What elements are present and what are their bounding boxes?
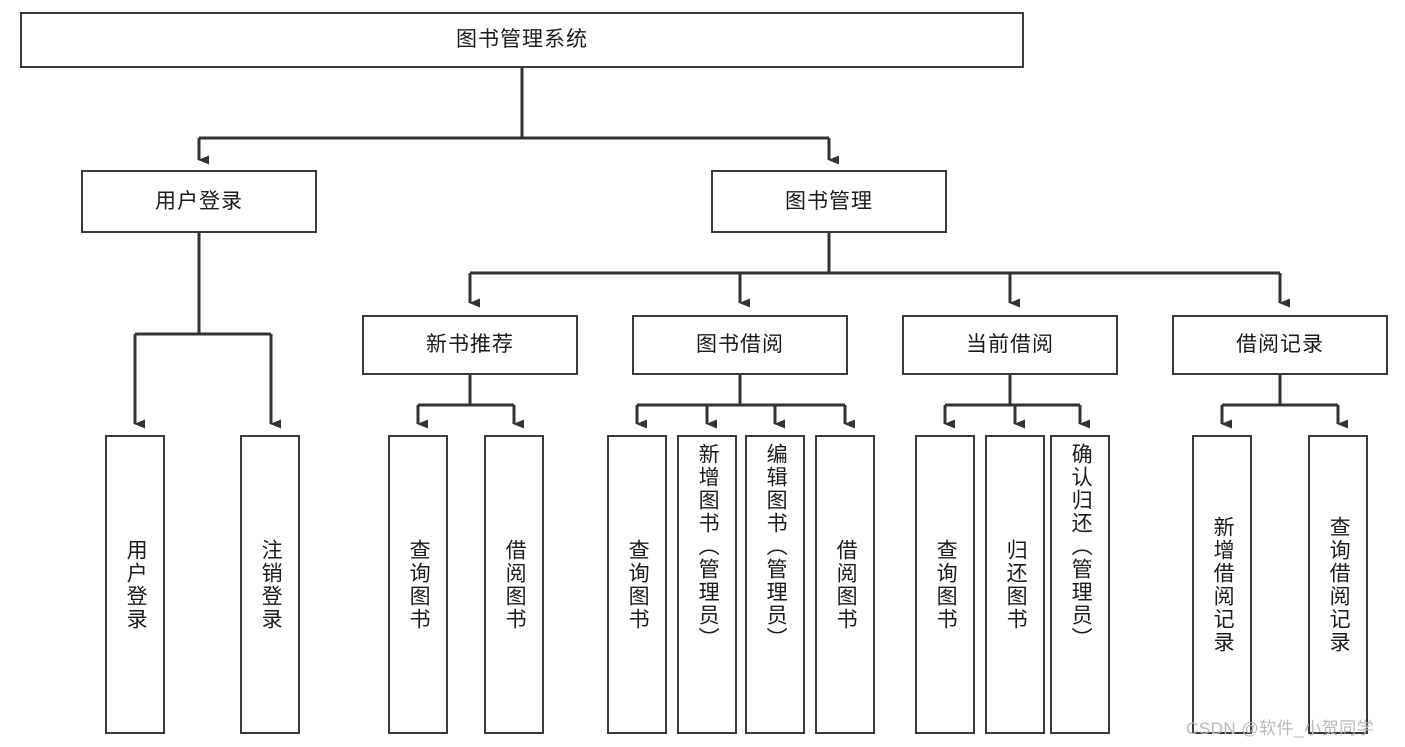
- leaf-query-record-label: 查询借阅记录: [1327, 515, 1351, 654]
- node-new-book-recommend-label: 新书推荐: [426, 333, 514, 357]
- leaf-user-login-label: 用户登录: [124, 538, 148, 631]
- leaf-query-book-3[interactable]: 查询图书: [915, 435, 975, 734]
- leaf-confirm-return-label: 确认归还（管理员）: [1069, 443, 1093, 650]
- leaf-confirm-return[interactable]: 确认归还（管理员）: [1050, 435, 1110, 734]
- node-book-management[interactable]: 图书管理: [711, 170, 947, 233]
- leaf-logout-login-label: 注销登录: [259, 538, 283, 631]
- leaf-query-book-2-label: 查询图书: [626, 538, 650, 631]
- leaf-borrow-book-2[interactable]: 借阅图书: [815, 435, 875, 734]
- leaf-borrow-book-1-label: 借阅图书: [503, 538, 527, 631]
- node-borrow-record[interactable]: 借阅记录: [1172, 315, 1388, 375]
- leaf-add-record[interactable]: 新增借阅记录: [1192, 435, 1252, 734]
- leaf-borrow-book-2-label: 借阅图书: [834, 538, 858, 631]
- leaf-query-book-1-label: 查询图书: [407, 538, 431, 631]
- leaf-return-book-label: 归还图书: [1004, 538, 1028, 631]
- node-current-borrow-label: 当前借阅: [966, 333, 1054, 357]
- leaf-query-book-2[interactable]: 查询图书: [607, 435, 667, 734]
- leaf-edit-book-label: 编辑图书（管理员）: [764, 443, 788, 650]
- node-root-label: 图书管理系统: [456, 28, 588, 52]
- leaf-query-book-1[interactable]: 查询图书: [388, 435, 448, 734]
- leaf-query-book-3-label: 查询图书: [934, 538, 958, 631]
- leaf-return-book[interactable]: 归还图书: [985, 435, 1045, 734]
- node-user-login[interactable]: 用户登录: [81, 170, 317, 233]
- node-borrow-record-label: 借阅记录: [1236, 333, 1324, 357]
- csdn-watermark: CSDN @软件_小贺同学: [1186, 719, 1375, 738]
- node-current-borrow[interactable]: 当前借阅: [902, 315, 1118, 375]
- leaf-borrow-book-1[interactable]: 借阅图书: [484, 435, 544, 734]
- node-new-book-recommend[interactable]: 新书推荐: [362, 315, 578, 375]
- leaf-logout-login[interactable]: 注销登录: [240, 435, 300, 734]
- node-root[interactable]: 图书管理系统: [20, 12, 1024, 68]
- node-book-borrow[interactable]: 图书借阅: [632, 315, 848, 375]
- node-book-borrow-label: 图书借阅: [696, 333, 784, 357]
- leaf-edit-book[interactable]: 编辑图书（管理员）: [745, 435, 805, 734]
- leaf-add-book[interactable]: 新增图书（管理员）: [677, 435, 737, 734]
- node-user-login-label: 用户登录: [155, 189, 243, 213]
- node-book-management-label: 图书管理: [785, 189, 873, 213]
- leaf-user-login[interactable]: 用户登录: [105, 435, 165, 734]
- leaf-query-record[interactable]: 查询借阅记录: [1308, 435, 1368, 734]
- leaf-add-record-label: 新增借阅记录: [1211, 515, 1235, 654]
- leaf-add-book-label: 新增图书（管理员）: [696, 443, 720, 650]
